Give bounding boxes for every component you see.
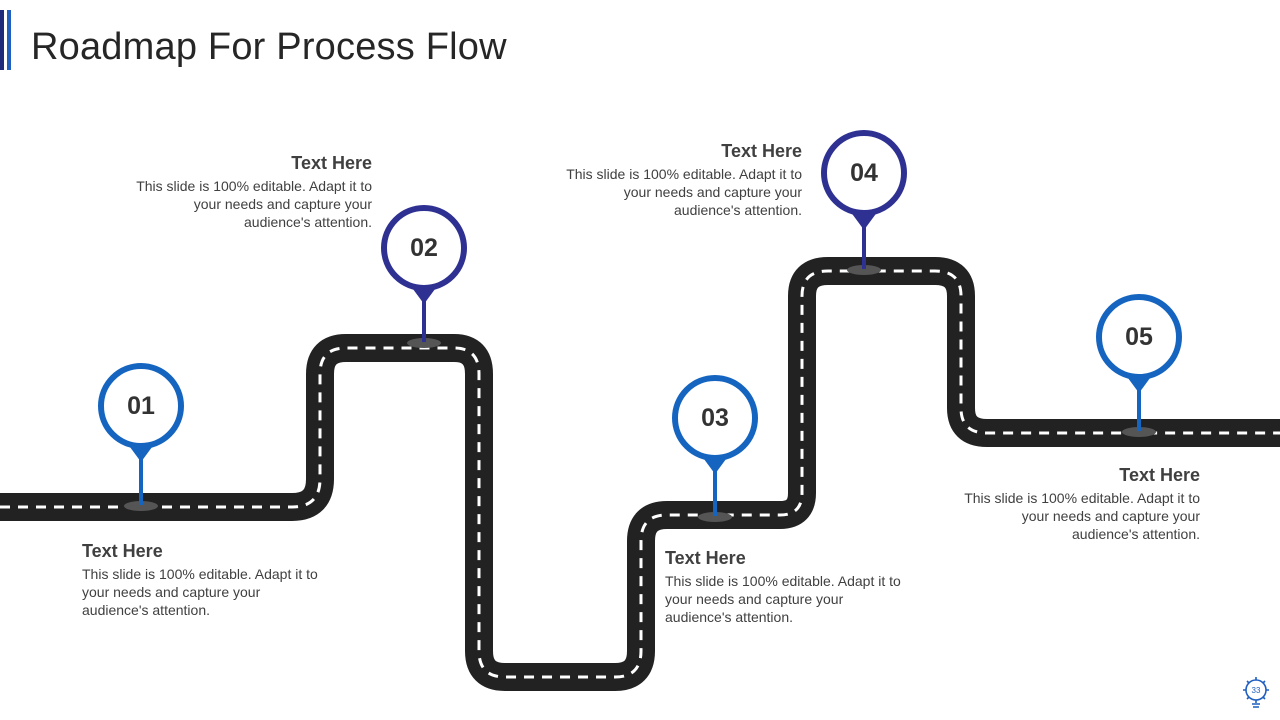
pin-number-04: 04 — [850, 159, 878, 187]
step-body-02: This slide is 100% editable. Adapt it to… — [136, 178, 372, 230]
step-text-03: Text Here This slide is 100% editable. A… — [665, 548, 905, 626]
step-heading-04: Text Here — [721, 141, 802, 161]
step-body-03: This slide is 100% editable. Adapt it to… — [665, 573, 901, 625]
step-body-05: This slide is 100% editable. Adapt it to… — [964, 490, 1200, 542]
pin-01 — [98, 363, 184, 505]
title-accent-bar-dark — [0, 10, 4, 70]
step-heading-02: Text Here — [291, 153, 372, 173]
title-accent-bar — [0, 10, 14, 70]
step-text-05: Text Here This slide is 100% editable. A… — [960, 465, 1200, 543]
step-body-01: This slide is 100% editable. Adapt it to… — [82, 566, 318, 618]
step-text-02: Text Here This slide is 100% editable. A… — [132, 153, 372, 231]
pin-03 — [672, 375, 758, 516]
pin-shadow-03 — [698, 512, 732, 522]
pin-04 — [821, 130, 907, 269]
step-text-04: Text Here This slide is 100% editable. A… — [562, 141, 802, 219]
pin-shadow-05 — [1122, 427, 1156, 437]
pin-number-03: 03 — [701, 404, 729, 432]
step-body-04: This slide is 100% editable. Adapt it to… — [566, 166, 802, 218]
step-heading-01: Text Here — [82, 541, 163, 561]
pin-02 — [381, 205, 467, 342]
title-accent-bar-blue — [7, 10, 11, 70]
pin-number-01: 01 — [127, 392, 155, 420]
page-number: 33 — [1251, 686, 1261, 695]
gear-lightbulb-icon — [1243, 677, 1269, 708]
pin-number-02: 02 — [410, 234, 438, 262]
pin-number-05: 05 — [1125, 323, 1153, 351]
pin-shadow-01 — [124, 501, 158, 511]
step-heading-05: Text Here — [1119, 465, 1200, 485]
step-text-01: Text Here This slide is 100% editable. A… — [82, 541, 322, 619]
step-heading-03: Text Here — [665, 548, 746, 568]
pin-shadow-02 — [407, 338, 441, 348]
page-title: Roadmap For Process Flow — [31, 26, 507, 68]
road-center-dashes — [0, 269, 1280, 679]
pin-shadow-04 — [847, 265, 881, 275]
pin-05 — [1096, 294, 1182, 431]
